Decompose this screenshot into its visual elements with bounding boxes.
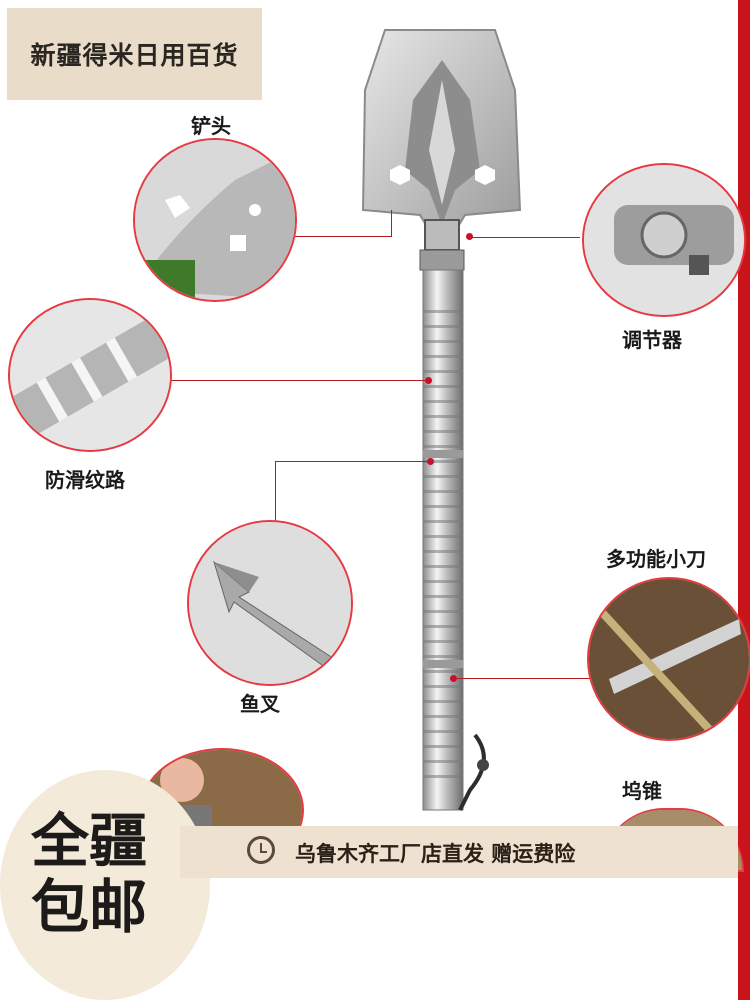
shipping-info-text: 乌鲁木齐工厂店直发 赠运费险	[295, 842, 576, 866]
free-shipping-stamp	[0, 770, 210, 1000]
connector-line-knife	[455, 678, 593, 679]
grip-detail-image	[8, 298, 172, 452]
connector-line-adjuster	[470, 237, 580, 238]
label-awl: 坞锥	[622, 779, 662, 803]
clock-icon	[247, 836, 275, 864]
label-grip: 防滑纹路	[45, 468, 125, 492]
free-shipping-badge: 全疆包邮	[30, 807, 147, 941]
fish-fork-closeup	[189, 522, 351, 684]
connector-dot	[466, 233, 473, 240]
label-fish-fork: 鱼叉	[240, 692, 280, 716]
connector-dot	[425, 377, 432, 384]
fish-fork-detail-image	[187, 520, 353, 686]
knife-detail-image	[587, 577, 750, 741]
connector-dot	[450, 675, 457, 682]
knife-closeup	[589, 579, 749, 739]
connector-line-shovel-head	[283, 236, 391, 237]
shovel-head-detail-image	[133, 138, 297, 302]
store-name-tag: 新疆得米日用百货	[7, 8, 262, 100]
connector-line-fish-fork	[275, 461, 430, 462]
connector-dot	[427, 458, 434, 465]
shipping-banner: 乌市直发 只发新疆	[240, 905, 651, 960]
label-knife: 多功能小刀	[606, 547, 706, 571]
connector-line-shovel-head-v	[391, 210, 392, 237]
connector-line-fish-fork-v	[275, 461, 276, 528]
shovel-head-closeup	[135, 140, 295, 300]
grip-closeup	[10, 300, 170, 450]
adjuster-detail-image	[582, 163, 746, 317]
folding-shovel-illustration	[361, 29, 522, 811]
label-adjuster: 调节器	[622, 328, 682, 352]
connector-line-grip	[170, 380, 428, 381]
label-shovel-head: 铲头	[191, 114, 231, 138]
adjuster-closeup	[584, 165, 744, 315]
